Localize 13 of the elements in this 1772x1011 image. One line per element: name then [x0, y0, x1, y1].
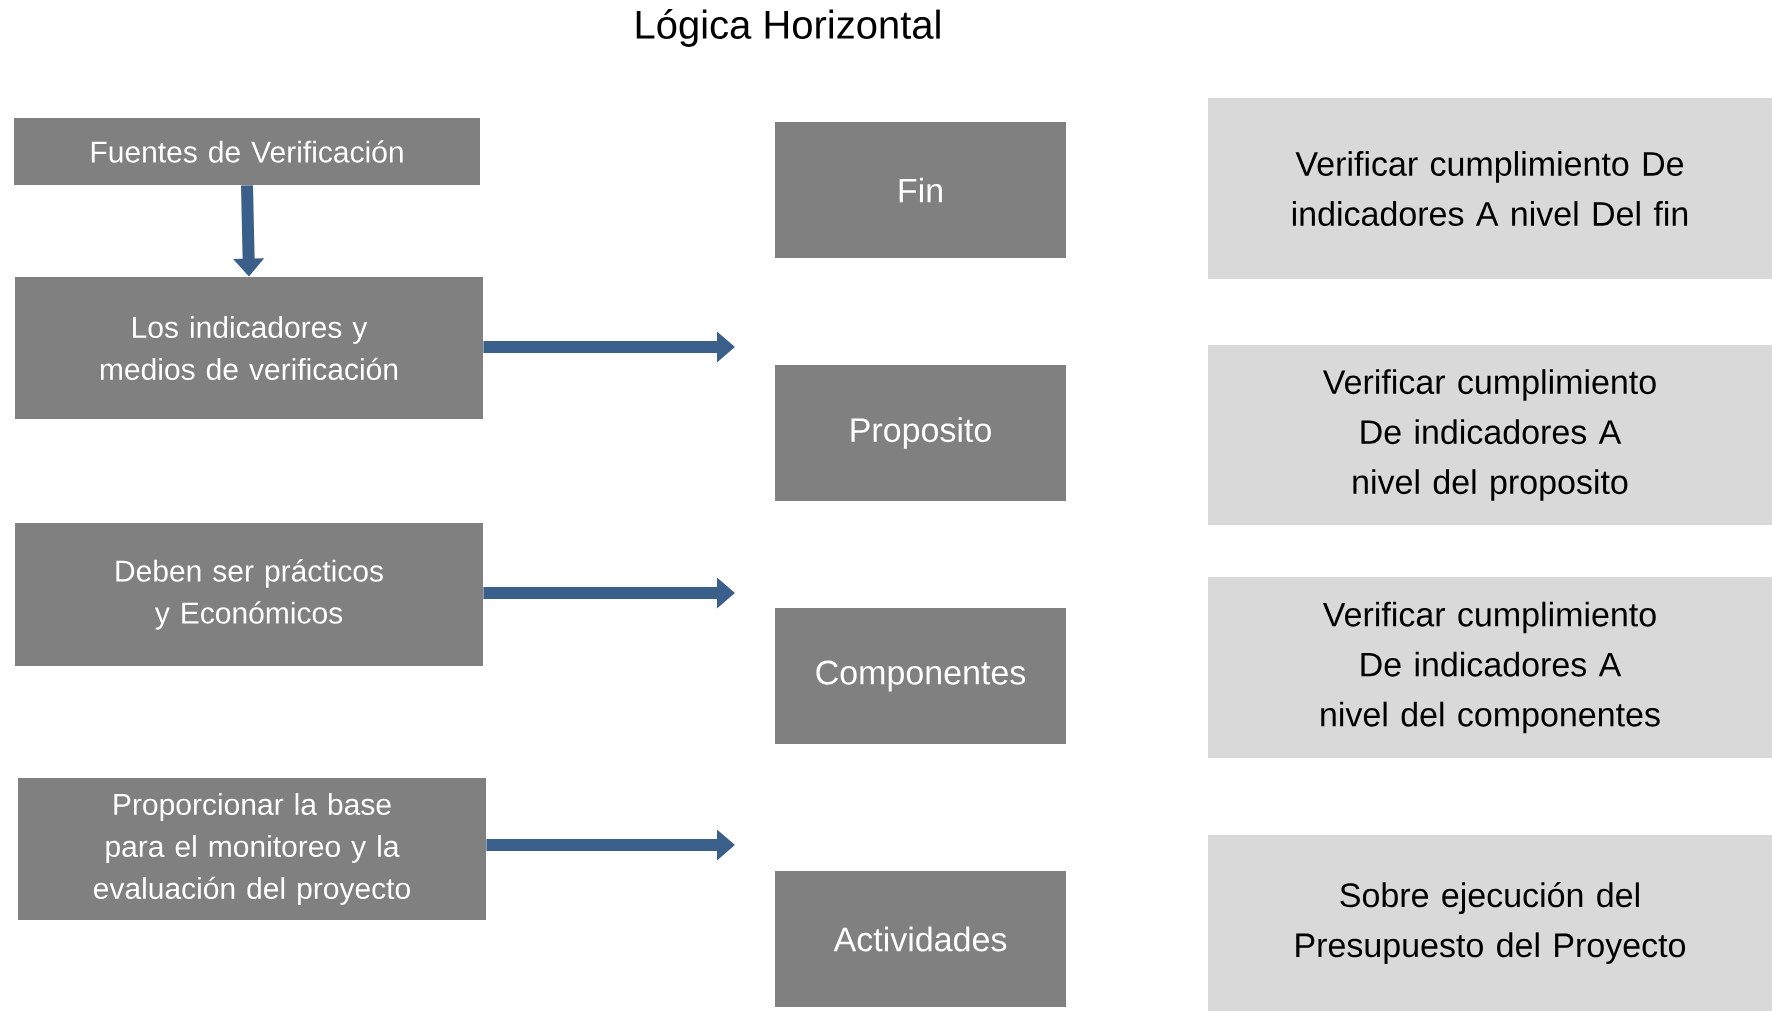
side-box: Deben ser prácticos y Económicos	[15, 523, 483, 666]
level-box: Proposito	[775, 365, 1066, 501]
note-box: Verificar cumplimiento De indicadores A nivel del proposito	[1208, 345, 1772, 525]
note-box: Sobre ejecución del Presupuesto del Proyecto	[1208, 835, 1772, 1011]
level-box: Componentes	[775, 608, 1066, 744]
level-box: Fin	[775, 122, 1066, 258]
side-box: Fuentes de Verificación	[14, 118, 480, 185]
note-box: Verificar cumplimiento De indicadores A nivel Del fin	[1208, 98, 1772, 279]
level-box: Actividades	[775, 871, 1066, 1007]
side-box: Los indicadores y medios de verificación	[15, 277, 483, 419]
note-box: Verificar cumplimiento De indicadores A nivel del componentes	[1208, 577, 1772, 758]
title: Lógica Horizontal	[636, 9, 940, 47]
side-box: Proporcionar la base para el monitoreo y la evaluación del proyecto	[18, 778, 486, 920]
